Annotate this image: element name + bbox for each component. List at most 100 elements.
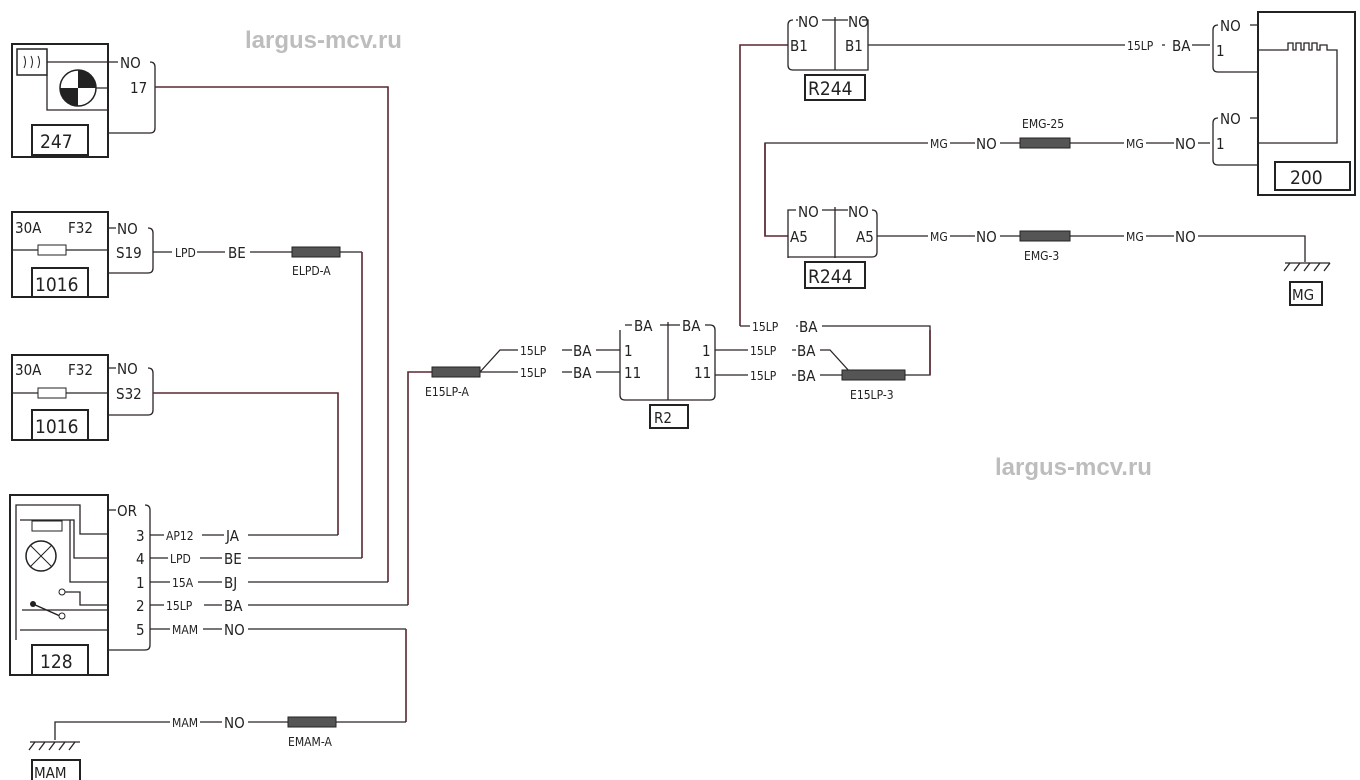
splice-label: E15LP-3 (850, 388, 894, 402)
component-247: 247 NO 17 (11, 43, 156, 158)
wire-code: 15LP (1127, 39, 1154, 53)
rear-defrost-icon (16, 48, 48, 76)
splice-elpd-a (291, 246, 341, 258)
component-id: 1016 (35, 416, 79, 438)
ground-icon (1283, 262, 1331, 272)
component-128: 128 OR 3 4 1 2 5 (9, 494, 151, 676)
splice-label: ELPD-A (292, 264, 331, 278)
connector-color: NO (1220, 17, 1241, 35)
watermark: largus-mcv.ru (245, 27, 402, 54)
connector-color: NO (1220, 110, 1241, 128)
wires-128: AP12 JA LPD BE 15A BJ 15LP BA MAM NO (150, 371, 432, 722)
lamp-icon (25, 540, 57, 572)
pin-label: 11 (694, 364, 711, 382)
wire-color: BA (573, 364, 592, 382)
splice-emg-3 (1019, 230, 1071, 242)
wire-code: 15LP (520, 344, 547, 358)
wire-code: LPD (175, 246, 196, 260)
wire-color: BA (799, 318, 818, 336)
wire-code: 15LP (750, 344, 777, 358)
wire-color: BJ (224, 574, 237, 592)
wire-color: BE (228, 244, 246, 262)
connector-color: NO (120, 54, 141, 72)
component-id: R244 (808, 266, 853, 288)
wire-color: NO (1175, 228, 1196, 246)
fuse-icon (12, 244, 108, 256)
pin-label: S32 (116, 385, 142, 403)
wire-code: 15LP (520, 366, 547, 380)
connector-color: NO (117, 220, 138, 238)
pin-label: A5 (856, 228, 874, 246)
ground-label: MAM (34, 764, 67, 780)
wire-color: BA (573, 342, 592, 360)
wire-color: NO (224, 621, 245, 639)
splice-label: EMG-3 (1024, 249, 1059, 263)
component-id: R2 (654, 409, 672, 427)
wire-color: NO (1175, 135, 1196, 153)
component-1016-fuse-f32-s19: 30A F32 1016 NO S19 (11, 211, 154, 298)
watermark: largus-mcv.ru (995, 454, 1152, 481)
wire-color: BA (797, 367, 816, 385)
wire-color: NO (976, 135, 997, 153)
wire-code: AP12 (166, 529, 194, 543)
wire-code: MG (1126, 230, 1144, 244)
component-id: 1016 (35, 274, 79, 296)
pin-label: 2 (136, 597, 145, 615)
component-id: R244 (808, 78, 853, 100)
wire-code: MG (930, 137, 948, 151)
splice-e15lp-3 (841, 369, 906, 381)
connector-color: BA (682, 317, 701, 335)
ground-icon (28, 741, 80, 751)
connector-r244-a5: NO NO A5 A5 R244 (787, 203, 878, 289)
pin-label: B1 (790, 37, 808, 55)
pulse-signal-icon (1258, 42, 1338, 144)
splice-label: EMG-25 (1022, 117, 1064, 131)
pin-label: S19 (116, 244, 142, 262)
ground-label: MG (1292, 286, 1314, 304)
pin-label: B1 (845, 37, 863, 55)
connector-color: NO (798, 13, 819, 31)
wire-code: LPD (170, 552, 191, 566)
fuse-rating: 30A (15, 361, 42, 379)
wire-code: MG (930, 230, 948, 244)
connector-color: NO (798, 203, 819, 221)
wire-color: BA (1172, 37, 1191, 55)
splice-label: EMAM-A (288, 735, 332, 749)
connector-r2: BA BA 1 11 1 11 R2 (619, 317, 716, 429)
component-id: 200 (1290, 167, 1323, 189)
connector-r244-b1: NO NO B1 B1 R244 (787, 13, 869, 101)
component-id: 128 (40, 651, 73, 673)
splice-label: E15LP-A (425, 385, 469, 399)
wire-color: JA (225, 527, 240, 545)
component-id: 247 (40, 131, 73, 153)
wire-code: MAM (172, 623, 198, 637)
component-1016-fuse-f32-s32: 30A F32 1016 NO S32 (11, 354, 154, 441)
component-200: NO 1 NO 1 200 (1212, 11, 1356, 196)
connector-color: OR (117, 502, 137, 520)
wire-color: BA (224, 597, 243, 615)
fuse-rating: 30A (15, 219, 42, 237)
wire-code: 15A (172, 576, 194, 590)
pin-label: A5 (790, 228, 808, 246)
wire-color: BA (797, 342, 816, 360)
connector-color: BA (634, 317, 653, 335)
wire-code: 15LP (752, 320, 779, 334)
wire-color: NO (224, 714, 245, 732)
splice-emam-a (287, 716, 337, 728)
splice-emg-25 (1019, 137, 1071, 149)
pin-label: 1 (1216, 135, 1225, 153)
wire-color: NO (976, 228, 997, 246)
switch-icon (30, 588, 85, 620)
pin-label: 1 (136, 574, 145, 592)
pin-label: 1 (624, 342, 633, 360)
wire-color: BE (224, 550, 242, 568)
connector-color: NO (848, 203, 869, 221)
pin-label: 5 (136, 621, 145, 639)
pin-label: 17 (130, 79, 147, 97)
lamp-icon (59, 69, 97, 107)
wire-code: 15LP (166, 599, 193, 613)
fuse-id: F32 (68, 219, 93, 237)
pin-label: 4 (136, 550, 145, 568)
fuse-id: F32 (68, 361, 93, 379)
